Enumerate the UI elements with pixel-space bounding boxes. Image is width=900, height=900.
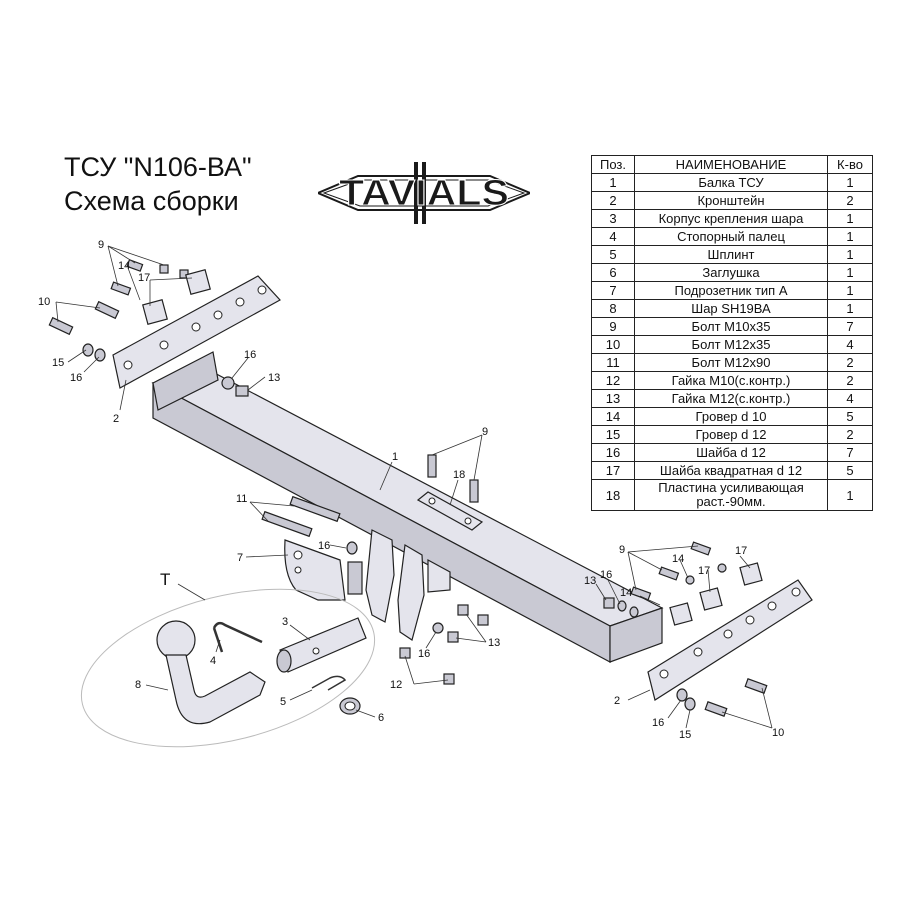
callout-15: 15	[52, 357, 64, 369]
locking-pin	[212, 621, 263, 653]
callout-14: 14	[672, 553, 684, 565]
callout-8: 8	[135, 679, 141, 691]
callout-10: 10	[772, 727, 784, 739]
callout-5: 5	[280, 696, 286, 708]
left-bracket	[112, 275, 281, 411]
callout-3: 3	[282, 616, 288, 628]
callout-16: 16	[418, 648, 430, 660]
row-name: Гайка М10(с.контр.)	[634, 371, 828, 390]
callout-9: 9	[98, 239, 104, 251]
row-name: Балка ТСУ	[634, 173, 828, 192]
callout-6: 6	[378, 712, 384, 724]
callout-13: 13	[584, 575, 596, 587]
callout-1: 1	[392, 451, 398, 463]
callout-labels: 9 14 17 10 15 16 2 16 13 9 1 18 11 16 7 …	[38, 239, 784, 741]
callout-16: 16	[652, 717, 664, 729]
tow-ball	[156, 620, 266, 725]
title-line-assembly: Схема сборки	[64, 186, 239, 216]
callout-T: T	[160, 570, 170, 589]
row-name: Гровер d 10	[634, 407, 828, 426]
beam-mounting-tabs	[365, 529, 451, 641]
row-name-line2: раст.-90мм.	[696, 494, 766, 509]
table-row: 18 Пластина усиливающая раст.-90мм. 1	[591, 479, 873, 511]
right-bracket	[647, 579, 813, 701]
callout-14: 14	[620, 587, 632, 599]
row-name: Пластина усиливающая раст.-90мм.	[634, 479, 828, 511]
cotter-pin	[311, 675, 347, 691]
socket-bracket	[284, 539, 363, 601]
row-name: Кронштейн	[634, 191, 828, 210]
detachable-group-outline	[80, 588, 376, 748]
callout-17: 17	[735, 545, 747, 557]
callout-16: 16	[70, 372, 82, 384]
callout-7: 7	[237, 552, 243, 564]
callout-10: 10	[38, 296, 50, 308]
callout-9: 9	[619, 544, 625, 556]
callout-2: 2	[113, 413, 119, 425]
reinforcement-plate	[416, 491, 484, 531]
callout-16: 16	[318, 540, 330, 552]
callout-13: 13	[268, 372, 280, 384]
callout-9: 9	[482, 426, 488, 438]
hardware	[48, 259, 768, 717]
callout-12: 12	[390, 679, 402, 691]
row-pos: 11	[591, 353, 635, 372]
callout-13: 13	[488, 637, 500, 649]
ball-mount-housing	[276, 617, 367, 673]
row-qty: 1	[827, 209, 873, 228]
callout-15: 15	[679, 729, 691, 741]
row-name: Болт М12х90	[634, 353, 828, 372]
callout-11: 11	[236, 493, 247, 505]
row-name-line1: Пластина усиливающая	[658, 480, 804, 495]
callout-17: 17	[138, 272, 150, 284]
plug-cap	[339, 697, 361, 715]
callout-14: 14	[118, 260, 130, 272]
main-beam	[151, 367, 664, 664]
title-line-model: ТСУ "N106-ВА"	[64, 152, 252, 182]
row-name: Шайба квадратная d 12	[634, 461, 828, 480]
callout-16: 16	[600, 569, 612, 581]
tavials-logo: TAVIALS	[318, 162, 530, 224]
logo-text: TAVIALS	[339, 172, 509, 213]
callout-16: 16	[244, 349, 256, 361]
callout-2: 2	[614, 695, 620, 707]
callout-17: 17	[698, 565, 710, 577]
callout-4: 4	[210, 655, 216, 667]
row-qty: 1	[827, 479, 873, 511]
diagram-title: ТСУ "N106-ВА" Схема сборки	[64, 150, 252, 218]
leader-lines	[55, 245, 773, 729]
callout-18: 18	[453, 469, 465, 481]
row-name: Корпус крепления шара	[634, 209, 828, 228]
row-name: Гровер d 12	[634, 425, 828, 444]
row-name: Шплинт	[634, 245, 828, 264]
row-pos: 18	[591, 479, 635, 511]
